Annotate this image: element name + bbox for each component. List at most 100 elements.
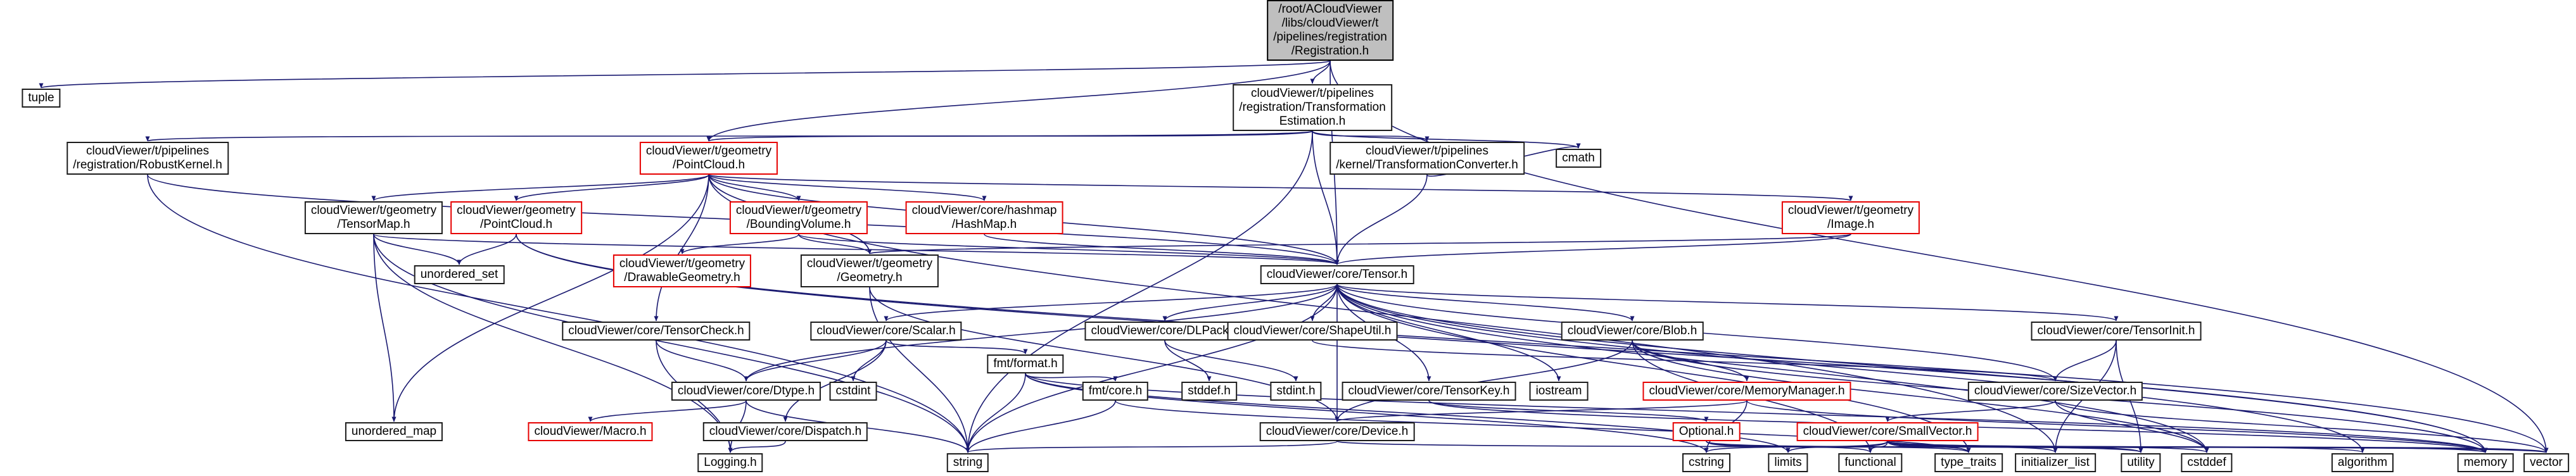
include-edge-t_pointcloud-to-unordered_map — [391, 174, 709, 422]
graph-node-string[interactable]: string — [946, 453, 989, 472]
graph-node-label: cloudViewer/core/hashmap — [911, 204, 1057, 217]
include-edge-memmanager-to-device — [1335, 400, 1748, 422]
graph-node-t_geometry[interactable]: cloudViewer/t/geometry/Geometry.h — [800, 254, 939, 287]
graph-node-stddef_h[interactable]: stddef.h — [1181, 382, 1237, 401]
graph-node-limits[interactable]: limits — [1768, 453, 1808, 472]
graph-node-tensorkey[interactable]: cloudViewer/core/TensorKey.h — [1342, 382, 1516, 401]
graph-node-smallvector[interactable]: cloudViewer/core/SmallVector.h — [1796, 422, 1979, 441]
graph-node-bounding[interactable]: cloudViewer/t/geometry/BoundingVolume.h — [729, 201, 868, 234]
graph-node-cstddef[interactable]: cstddef — [2181, 453, 2233, 472]
graph-node-optional[interactable]: Optional.h — [1672, 422, 1741, 441]
include-edge-tensor-to-blob — [1336, 284, 1635, 322]
graph-node-unordered_set[interactable]: unordered_set — [414, 265, 505, 284]
include-edge-dlpack-to-stddef_h — [1164, 340, 1212, 382]
graph-node-label: cmath — [1562, 151, 1595, 165]
graph-node-label: /PointCloud.h — [479, 218, 553, 231]
graph-node-label: cloudViewer/core/TensorInit.h — [2037, 324, 2195, 337]
graph-node-dispatch[interactable]: cloudViewer/core/Dispatch.h — [702, 422, 868, 441]
graph-node-image[interactable]: cloudViewer/t/geometry/Image.h — [1781, 201, 1920, 234]
graph-node-label: cloudViewer/core/DLPack.h — [1091, 324, 1239, 337]
graph-node-tensormap[interactable]: cloudViewer/t/geometry/TensorMap.h — [304, 201, 443, 234]
graph-node-hashmap[interactable]: cloudViewer/core/hashmap/HashMap.h — [905, 201, 1063, 234]
graph-node-robust_kernel[interactable]: cloudViewer/t/pipelines/registration/Rob… — [67, 142, 229, 175]
graph-node-iostream[interactable]: iostream — [1529, 382, 1589, 401]
graph-node-functional[interactable]: functional — [1838, 453, 1903, 472]
include-edge-root-to-t_pointcloud — [706, 60, 1331, 142]
graph-node-fmt_core[interactable]: fmt/core.h — [1082, 382, 1149, 401]
graph-node-memmanager[interactable]: cloudViewer/core/MemoryManager.h — [1642, 382, 1851, 401]
graph-node-label: cloudViewer/core/Scalar.h — [816, 324, 956, 337]
include-edge-hashmap-to-tensor — [984, 234, 1340, 265]
include-edge-tensormap-to-unordered_set — [373, 234, 462, 265]
graph-node-blob[interactable]: cloudViewer/core/Blob.h — [1561, 322, 1704, 341]
graph-node-initializer_list[interactable]: initializer_list — [2015, 453, 2096, 472]
graph-node-root[interactable]: /root/ACloudViewer/libs/cloudViewer/t/pi… — [1267, 0, 1393, 61]
include-edge-tensor-to-dlpack — [1162, 284, 1338, 322]
graph-node-label: cloudViewer/t/pipelines — [1250, 87, 1374, 100]
graph-node-label: Optional.h — [1678, 425, 1734, 438]
include-edge-g_pointcloud-to-unordered_set — [457, 234, 517, 265]
graph-node-type_traits[interactable]: type_traits — [1934, 453, 2003, 472]
include-edge-tensormap-to-string — [373, 234, 970, 453]
include-edge-fmt_core-to-type_traits — [1115, 400, 1971, 453]
include-edge-bounding-to-tensor — [798, 234, 1340, 265]
graph-node-tensorcheck[interactable]: cloudViewer/core/TensorCheck.h — [562, 322, 751, 341]
graph-node-label: limits — [1774, 456, 1802, 469]
include-edge-device-to-string — [965, 441, 1338, 453]
graph-node-drawable[interactable]: cloudViewer/t/geometry/DrawableGeometry.… — [612, 254, 752, 287]
graph-node-dtype[interactable]: cloudViewer/core/Dtype.h — [671, 382, 822, 401]
graph-node-memory[interactable]: memory — [2457, 453, 2514, 472]
graph-node-label: /Registration.h — [1291, 44, 1369, 58]
include-edge-robust_kernel-to-string — [147, 174, 970, 453]
include-edge-scalar-to-dispatch — [783, 340, 887, 422]
graph-node-label: /Image.h — [1827, 218, 1874, 231]
graph-node-label: cloudViewer/t/geometry — [619, 257, 746, 270]
include-edge-tensormap-to-logging — [373, 234, 733, 453]
graph-node-trans_est[interactable]: cloudViewer/t/pipelines/registration/Tra… — [1233, 84, 1392, 131]
graph-node-device[interactable]: cloudViewer/core/Device.h — [1259, 422, 1415, 441]
graph-node-label: /root/ACloudViewer — [1278, 3, 1382, 16]
graph-node-label: cloudViewer/core/Device.h — [1266, 425, 1409, 438]
graph-node-sizevector[interactable]: cloudViewer/core/SizeVector.h — [1967, 382, 2143, 401]
include-edge-t_pointcloud-to-g_pointcloud — [514, 174, 709, 201]
graph-node-label: /DrawableGeometry.h — [624, 271, 740, 284]
graph-node-label: /libs/cloudViewer/t — [1281, 16, 1379, 30]
graph-node-unordered_map[interactable]: unordered_map — [345, 422, 443, 441]
graph-node-dlpack[interactable]: cloudViewer/core/DLPack.h — [1084, 322, 1245, 341]
include-edge-bounding-to-t_geometry — [798, 234, 872, 254]
graph-node-label: stdint.h — [1276, 384, 1316, 398]
include-edge-trans_est-to-trans_conv — [1312, 130, 1430, 142]
graph-node-label: algorithm — [2337, 456, 2388, 469]
graph-node-scalar[interactable]: cloudViewer/core/Scalar.h — [810, 322, 962, 341]
graph-node-label: unordered_set — [420, 268, 498, 281]
include-edge-dtype-to-macro — [588, 400, 747, 422]
graph-node-label: string — [953, 456, 983, 469]
include-edge-smallvector-to-utility — [1887, 441, 2143, 453]
graph-node-label: /TensorMap.h — [337, 218, 410, 231]
graph-node-cstdint[interactable]: cstdint — [829, 382, 877, 401]
graph-node-g_pointcloud[interactable]: cloudViewer/geometry/PointCloud.h — [450, 201, 582, 234]
graph-node-tuple[interactable]: tuple — [22, 89, 61, 108]
graph-node-macro[interactable]: cloudViewer/Macro.h — [528, 422, 653, 441]
graph-node-tensor[interactable]: cloudViewer/core/Tensor.h — [1260, 265, 1414, 284]
graph-node-label: cloudViewer/core/TensorCheck.h — [568, 324, 744, 337]
graph-node-cstring[interactable]: cstring — [1682, 453, 1730, 472]
graph-node-vector[interactable]: vector — [2523, 453, 2569, 472]
include-edge-trans_conv-to-tensor — [1335, 174, 1428, 265]
include-edge-t_pointcloud-to-image — [708, 174, 1853, 201]
graph-node-label: /pipelines/registration — [1273, 30, 1387, 44]
graph-node-trans_conv[interactable]: cloudViewer/t/pipelines/kernel/Transform… — [1329, 142, 1525, 175]
graph-node-t_pointcloud[interactable]: cloudViewer/t/geometry/PointCloud.h — [639, 142, 778, 175]
graph-node-utility[interactable]: utility — [2121, 453, 2161, 472]
graph-node-logging[interactable]: Logging.h — [697, 453, 763, 472]
include-edge-trans_est-to-t_pointcloud — [706, 130, 1313, 142]
graph-node-tensorinit[interactable]: cloudViewer/core/TensorInit.h — [2031, 322, 2202, 341]
graph-node-stdint_h[interactable]: stdint.h — [1270, 382, 1322, 401]
graph-node-algorithm[interactable]: algorithm — [2331, 453, 2394, 472]
graph-node-shapeutil[interactable]: cloudViewer/core/ShapeUtil.h — [1227, 322, 1398, 341]
include-edge-image-to-t_geometry — [868, 234, 1851, 254]
graph-node-fmt_format[interactable]: fmt/format.h — [987, 354, 1064, 373]
include-edge-tensor-to-string — [965, 284, 1338, 453]
graph-node-cmath[interactable]: cmath — [1556, 149, 1601, 168]
